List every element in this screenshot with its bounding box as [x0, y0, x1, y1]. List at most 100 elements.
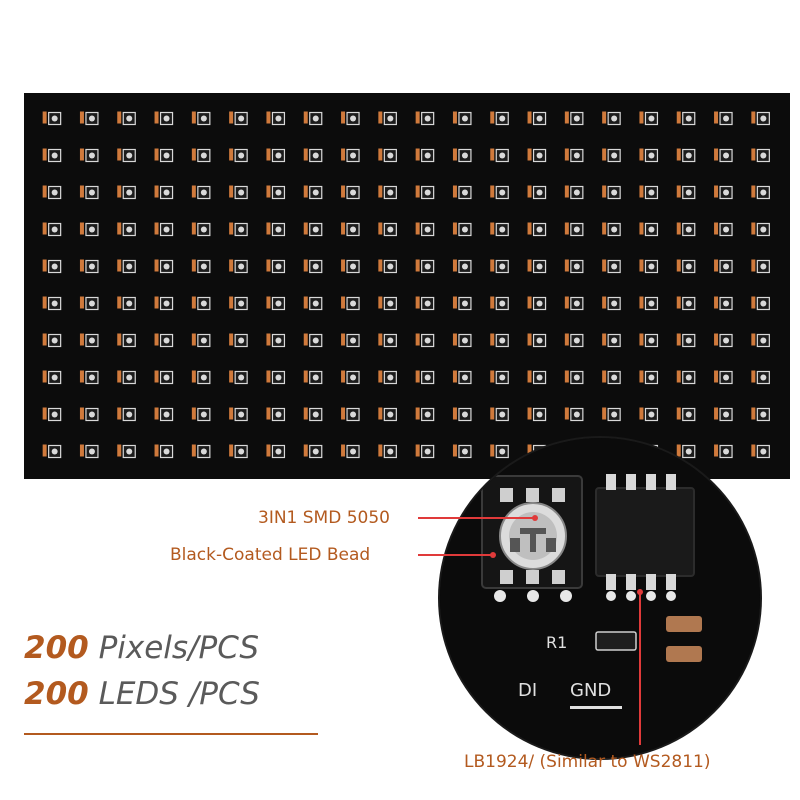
led-pixel: [602, 222, 621, 237]
led-pixel: [490, 407, 509, 422]
led-pixel: [564, 370, 584, 385]
led-pixel: [117, 296, 136, 311]
led-pixel: [154, 370, 174, 385]
ic-chip-closeup: [595, 474, 695, 601]
led-pixel: [303, 444, 323, 459]
led-pixel: [714, 333, 733, 348]
spec-leds-unit: LEDS /PCS: [98, 676, 260, 712]
led-pixel: [191, 148, 211, 163]
led-pixel: [714, 407, 733, 422]
led-pixel: [79, 407, 99, 422]
led-pixel: [42, 259, 62, 274]
led-pixel: [303, 296, 323, 311]
led-pixel: [378, 333, 397, 348]
led-pixel: [341, 333, 360, 348]
led-pixel: [639, 333, 659, 348]
led-pixel: [378, 111, 397, 126]
led-pixel: [490, 296, 509, 311]
led-pixel: [229, 111, 248, 126]
led-pixel: [527, 185, 547, 200]
led-pixel: [527, 407, 547, 422]
led-pixel: [229, 333, 248, 348]
led-pixel: [191, 111, 211, 126]
led-pixel: [415, 148, 435, 163]
led-pixel: [154, 259, 174, 274]
led-pixel: [191, 259, 211, 274]
led-pixel: [714, 111, 733, 126]
chip-label: LB1924/ (Similar to WS2811): [464, 752, 711, 772]
led-pixel: [490, 222, 509, 237]
led-pixel: [378, 259, 397, 274]
led-pixel: [229, 148, 248, 163]
led-pixel: [191, 222, 211, 237]
led-bead-closeup: [481, 475, 583, 602]
zoom-detail: R1 DI GND: [440, 438, 760, 758]
led-pixel: [378, 296, 397, 311]
led-pixel: [154, 407, 174, 422]
led-pixel: [676, 259, 696, 274]
di-label: DI: [518, 680, 537, 701]
led-pixel: [639, 296, 659, 311]
led-pixel: [676, 111, 696, 126]
led-pixel: [117, 111, 136, 126]
led-pixel: [714, 444, 733, 459]
led-pixel: [378, 185, 397, 200]
led-pixel: [602, 259, 621, 274]
led-pixel: [79, 333, 99, 348]
led-pixel: [490, 259, 509, 274]
led-pixel: [378, 370, 397, 385]
led-pixel: [79, 111, 99, 126]
zoom-inset: R1 DI GND: [440, 438, 760, 758]
led-pixel: [378, 407, 397, 422]
led-pixel: [154, 296, 174, 311]
led-pixel: [79, 444, 99, 459]
led-pixel: [191, 333, 211, 348]
led-pixel: [229, 444, 248, 459]
spec-pixels-unit: Pixels/PCS: [98, 630, 260, 666]
led-pixel: [341, 407, 360, 422]
led-pixel: [42, 407, 62, 422]
led-pixel: [415, 185, 435, 200]
capacitor: [666, 616, 702, 632]
led-pixel: [714, 185, 733, 200]
led-pixel: [154, 185, 174, 200]
led-pixel: [303, 111, 323, 126]
led-pixel: [378, 222, 397, 237]
led-pixel: [564, 333, 584, 348]
led-pixel: [415, 333, 435, 348]
led-pixel: [79, 370, 99, 385]
led-pixel: [229, 185, 248, 200]
led-pixel: [602, 370, 621, 385]
led-pixel: [266, 148, 286, 163]
led-pixel: [527, 222, 547, 237]
led-pixel: [602, 333, 621, 348]
led-pixel: [79, 185, 99, 200]
bead-label: Black-Coated LED Bead: [170, 545, 371, 565]
led-pixel: [79, 296, 99, 311]
led-pixel: [639, 148, 659, 163]
led-pixel: [154, 444, 174, 459]
led-pixel: [452, 407, 472, 422]
led-pixel: [341, 111, 360, 126]
led-pixel: [751, 407, 770, 422]
led-pixel: [602, 111, 621, 126]
led-pixel: [676, 333, 696, 348]
led-pixel: [751, 333, 770, 348]
led-pixel: [303, 407, 323, 422]
led-pixel: [42, 333, 62, 348]
led-pixel: [751, 111, 770, 126]
led-pixel: [602, 148, 621, 163]
led-pixel: [117, 185, 136, 200]
capacitor: [666, 646, 702, 662]
led-pixel: [751, 296, 770, 311]
led-pixel: [117, 444, 136, 459]
led-pixel: [303, 222, 323, 237]
led-pixel: [676, 222, 696, 237]
led-pixel: [378, 444, 397, 459]
led-pixel: [266, 296, 286, 311]
led-pixel: [42, 185, 62, 200]
led-pixel: [191, 185, 211, 200]
led-pixel: [42, 111, 62, 126]
led-pixel: [490, 111, 509, 126]
led-pixel: [527, 259, 547, 274]
